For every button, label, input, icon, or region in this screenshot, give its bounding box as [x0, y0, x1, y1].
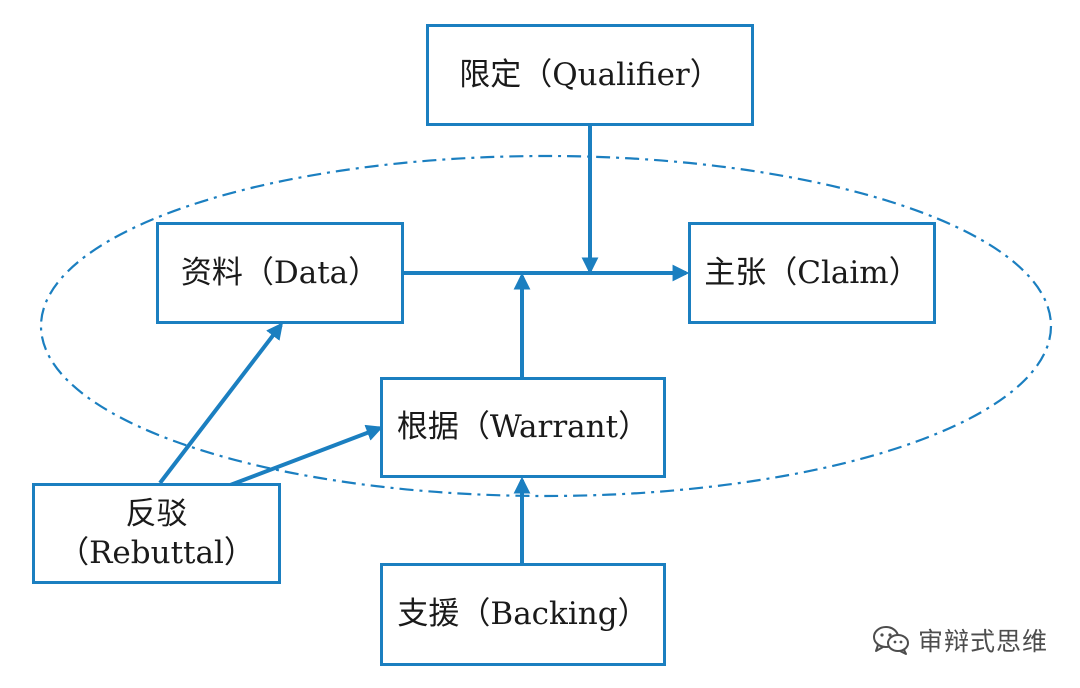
rebuttal-node: 反驳 （Rebuttal） [32, 483, 281, 584]
rebuttal-label-line1: 反驳 [125, 495, 188, 532]
arrow-rebuttal-to-data [158, 322, 284, 485]
data-label: 资料（Data） [180, 254, 380, 291]
rebuttal-label-line2: （Rebuttal） [58, 534, 255, 571]
watermark: 审辩式思维 [872, 622, 1048, 658]
qualifier-node: 限定（Qualifier） [426, 24, 754, 126]
claim-label: 主张（Claim） [704, 254, 920, 291]
backing-label: 支援（Backing） [397, 596, 649, 633]
core-argument-ellipse [39, 154, 1053, 498]
claim-node: 主张（Claim） [688, 222, 936, 324]
qualifier-label: 限定（Qualifier） [459, 56, 721, 93]
warrant-label: 根据（Warrant） [396, 409, 650, 446]
backing-node: 支援（Backing） [380, 563, 666, 666]
data-node: 资料（Data） [156, 222, 404, 324]
warrant-node: 根据（Warrant） [380, 377, 666, 478]
wechat-icon [872, 624, 910, 656]
arrow-rebuttal-to-warrant [224, 424, 384, 489]
watermark-text: 审辩式思维 [917, 627, 1048, 656]
